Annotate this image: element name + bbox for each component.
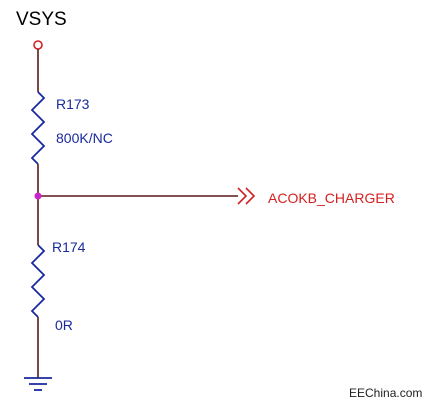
watermark-text: EEChina.com [349,386,423,400]
resistor-r173-symbol [30,91,46,165]
ground-symbol-icon [24,377,52,391]
resistor-r174-symbol [30,244,46,318]
power-net-label: VSYS [16,9,67,30]
r174-value: 0R [55,317,73,333]
r173-value: 800K/NC [56,130,113,146]
output-net-label: ACOKB_CHARGER [268,190,395,206]
double-chevron-arrow-icon [237,187,256,205]
r174-reference: R174 [52,239,86,255]
power-port-circle-icon [33,40,43,50]
junction-dot-icon [34,192,42,200]
r173-reference: R173 [56,96,90,112]
